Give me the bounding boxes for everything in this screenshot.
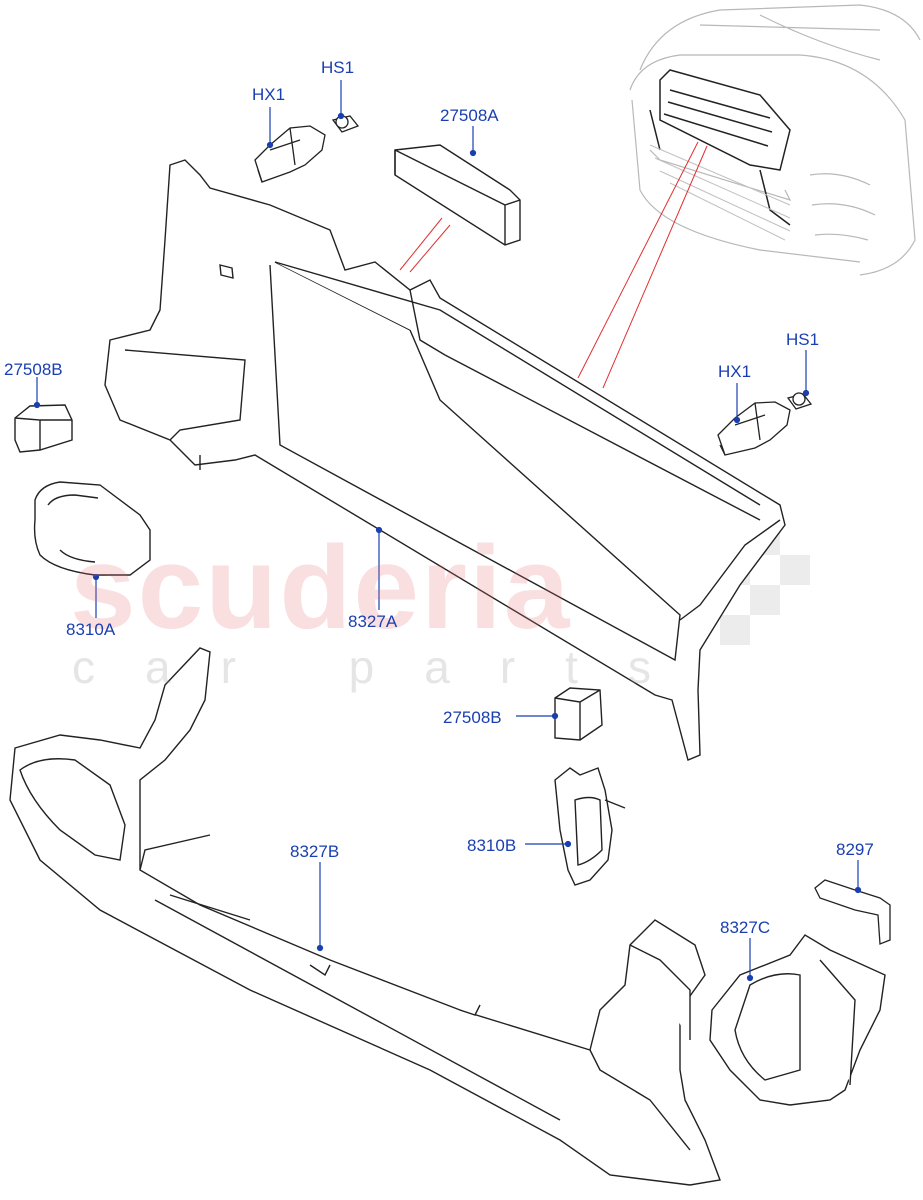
part-27508b-block-left[interactable] xyxy=(14,404,73,453)
part-27508a-foam-block[interactable] xyxy=(394,144,521,246)
part-hs1-bolt-left[interactable] xyxy=(331,115,360,133)
part-8310a-duct[interactable] xyxy=(33,481,151,576)
part-8327c-side-deflector[interactable] xyxy=(709,934,886,1106)
callout-8310b[interactable]: 8310B xyxy=(467,836,517,855)
callout-27508b-right[interactable]: 27508B xyxy=(443,708,502,727)
callout-8310a[interactable]: 8310A xyxy=(66,620,116,639)
grille-part-in-vehicle xyxy=(649,69,791,226)
callout-8297[interactable]: 8297 xyxy=(836,840,874,859)
callout-8327b[interactable]: 8327B xyxy=(290,842,340,861)
reference-lines xyxy=(399,141,708,389)
part-8297-bracket[interactable] xyxy=(814,879,891,945)
callout-27508a[interactable]: 27508A xyxy=(440,106,499,125)
leader-lines xyxy=(33,80,862,982)
callout-hs1-right[interactable]: HS1 xyxy=(786,330,820,349)
callout-8327a[interactable]: 8327A xyxy=(348,612,398,631)
lower-grille-mesh xyxy=(649,144,791,241)
callout-8327c[interactable]: 8327C xyxy=(720,918,771,937)
part-8327a-upper-deflector[interactable] xyxy=(104,159,786,761)
callout-hx1-left[interactable]: HX1 xyxy=(252,85,286,104)
part-27508b-block-right[interactable] xyxy=(554,687,603,741)
vehicle-front-reference xyxy=(629,4,921,276)
part-8310b-side-duct[interactable] xyxy=(554,767,626,886)
callout-hs1-left[interactable]: HS1 xyxy=(321,58,355,77)
callout-hx1-right[interactable]: HX1 xyxy=(718,362,752,381)
callout-27508b-left[interactable]: 27508B xyxy=(4,360,63,379)
part-hx1-bracket-left[interactable] xyxy=(254,125,326,183)
part-hx1-bracket-right[interactable] xyxy=(717,401,791,456)
part-hs1-bolt-right[interactable] xyxy=(786,392,813,410)
part-8327b-lower-deflector[interactable] xyxy=(9,647,721,1186)
